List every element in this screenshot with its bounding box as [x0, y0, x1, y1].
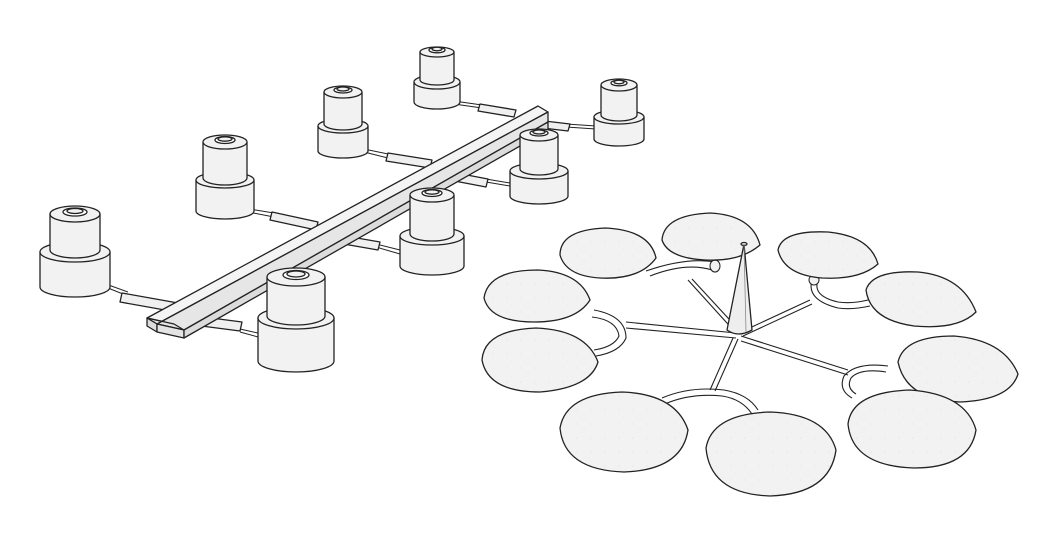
branch-arcs — [591, 260, 889, 415]
lens-cavity — [661, 212, 761, 261]
lens-cavity — [865, 271, 977, 328]
cylinder-cavity-8 — [593, 78, 645, 147]
cylinder-cavity-6 — [509, 128, 569, 205]
lens-cavity — [481, 327, 599, 393]
lens-cavity — [777, 231, 879, 279]
cylinder-cavity-3 — [195, 134, 255, 220]
lens-cavity — [847, 389, 977, 469]
gate-tab — [477, 103, 517, 118]
cylinder-cavity-1 — [39, 205, 111, 298]
cylinder-cavity-5 — [317, 85, 369, 159]
runner-spokes — [625, 278, 849, 392]
cylinder-cavity-2 — [257, 267, 335, 373]
gate-tab — [385, 152, 433, 169]
lens-cavities — [481, 212, 1019, 497]
sprue-cone — [726, 241, 753, 335]
lens-cavity — [483, 269, 591, 323]
lens-cavity — [559, 227, 657, 279]
lens-cavity — [559, 391, 689, 473]
gate-tab — [269, 211, 319, 231]
cylinder-cavity-7 — [413, 46, 461, 110]
lens-cavity — [705, 411, 837, 497]
linear-runner-tree — [39, 46, 645, 373]
cylinder-cavity-4 — [399, 187, 465, 276]
radial-runner-tree — [481, 212, 1019, 497]
